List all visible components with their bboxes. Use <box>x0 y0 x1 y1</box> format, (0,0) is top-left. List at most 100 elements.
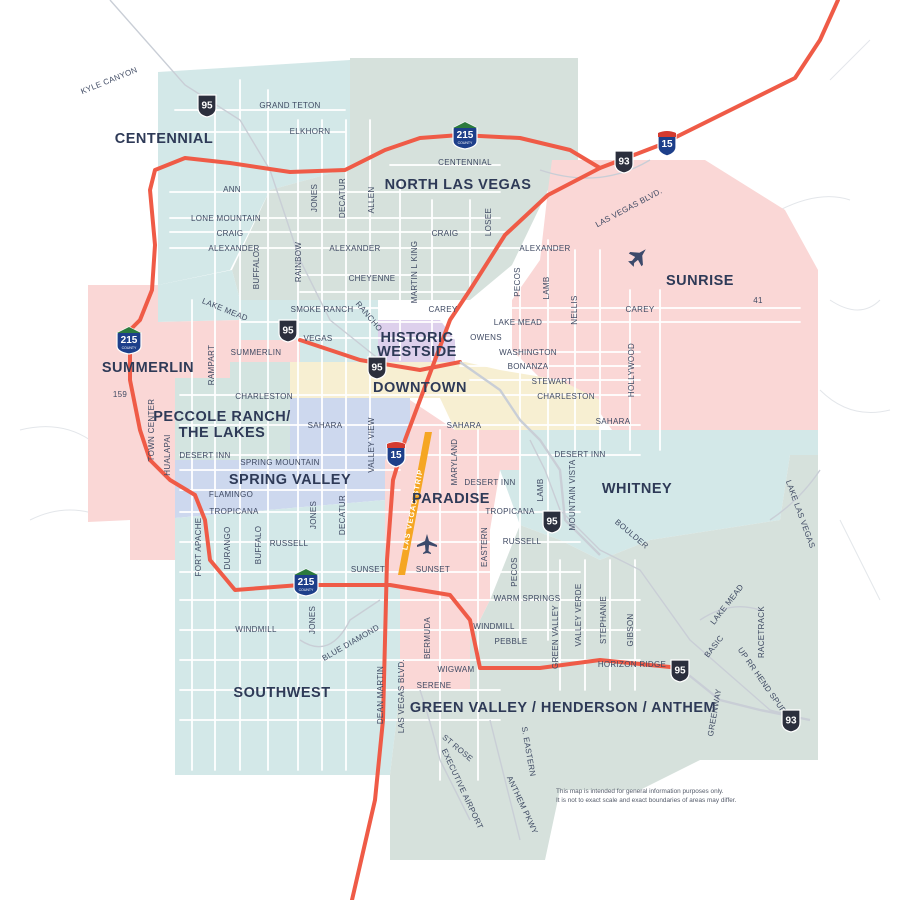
street-nellis: NELLIS <box>570 295 579 324</box>
highway-shields: 95 215 COUNTY 93 15 215 COUNTY 95 95 <box>116 94 801 733</box>
street-desert-inn-central: DESERT INN <box>464 478 515 487</box>
svg-text:215: 215 <box>298 577 315 588</box>
street-tropicana-west: TROPICANA <box>209 507 259 516</box>
region-southwest <box>175 500 400 775</box>
street-lamb-south: LAMB <box>536 479 545 502</box>
street-sunset-west: SUNSET <box>351 565 385 574</box>
beltway-215 <box>128 133 602 332</box>
label-paradise: PARADISE <box>412 491 490 507</box>
street-valley-view: VALLEY VIEW <box>367 417 376 473</box>
svg-text:93: 93 <box>785 716 797 727</box>
street-lone-mountain: LONE MOUNTAIN <box>191 214 261 223</box>
street-fort-apache: FORT APACHE <box>194 518 203 577</box>
street-pebble: PEBBLE <box>495 637 528 646</box>
street-jones-north: JONES <box>310 184 319 212</box>
street-pecos-north: PECOS <box>513 267 522 297</box>
region-north-las-vegas <box>232 58 578 300</box>
street-horizon-ridge: HORIZON RIDGE <box>598 660 666 669</box>
svg-text:COUNTY: COUNTY <box>122 346 137 350</box>
street-summerlin-pkwy: SUMMERLIN <box>231 348 282 357</box>
interstate-15 <box>350 0 840 900</box>
street-spring-mountain: SPRING MOUNTAIN <box>240 458 319 467</box>
svg-text:95: 95 <box>371 363 383 374</box>
street-pecos-south: PECOS <box>510 557 519 587</box>
street-eastern: EASTERN <box>480 527 489 567</box>
street-buffalo-north: BUFFALO <box>252 251 261 290</box>
street-grid <box>169 79 801 781</box>
street-route-159: 159 <box>113 390 127 399</box>
street-serene: SERENE <box>417 681 452 690</box>
street-centennial: CENTENNIAL <box>438 158 492 167</box>
us-95-shield-west: 95 <box>278 319 298 343</box>
label-north-las-vegas: NORTH LAS VEGAS <box>385 177 532 193</box>
street-desert-inn-east: DESERT INN <box>554 450 605 459</box>
beltway-215-west <box>128 328 682 670</box>
label-spring-valley: SPRING VALLEY <box>229 472 351 488</box>
svg-text:15: 15 <box>390 450 402 461</box>
svg-text:95: 95 <box>546 517 558 528</box>
label-summerlin: SUMMERLIN <box>102 360 194 376</box>
street-carey-central: CAREY <box>428 305 457 314</box>
street-washington: WASHINGTON <box>499 348 557 357</box>
street-maryland: MARYLAND <box>450 439 459 486</box>
i-215-shield-north: 215 COUNTY <box>452 121 478 150</box>
street-alexander-central: ALEXANDER <box>329 244 380 253</box>
us-93-shield-south: 93 <box>781 709 801 733</box>
street-losee: LOSEE <box>484 208 493 236</box>
street-stewart: STEWART <box>532 377 573 386</box>
street-hualapai: HUALAPAI <box>163 434 172 475</box>
street-smoke-ranch: SMOKE RANCH <box>291 305 354 314</box>
outer-trails <box>19 39 891 601</box>
street-sahara-central: SAHARA <box>447 421 482 430</box>
label-sunrise: SUNRISE <box>666 273 734 289</box>
region-sunrise <box>512 160 818 430</box>
street-warm-springs: WARM SPRINGS <box>494 594 561 603</box>
street-decatur-north: DECATUR <box>338 178 347 218</box>
street-cheyenne: CHEYENNE <box>349 274 396 283</box>
street-rainbow: RAINBOW <box>294 242 303 282</box>
street-alexander-east: ALEXANDER <box>519 244 570 253</box>
street-lake-mead-east: LAKE MEAD <box>494 318 543 327</box>
street-owens: OWENS <box>470 333 502 342</box>
label-green-valley-henderson-anthem: GREEN VALLEY / HENDERSON / ANTHEM <box>410 700 716 716</box>
street-bonanza: BONANZA <box>508 362 549 371</box>
street-desert-inn-west: DESERT INN <box>179 451 230 460</box>
us-95-shield-north: 95 <box>197 94 217 118</box>
street-flamingo: FLAMINGO <box>209 490 253 499</box>
street-gibson: GIBSON <box>626 614 635 647</box>
street-jones-south: JONES <box>309 501 318 529</box>
svg-text:COUNTY: COUNTY <box>299 588 314 592</box>
street-charleston-west: CHARLESTON <box>235 392 293 401</box>
svg-text:215: 215 <box>457 130 474 141</box>
street-sahara-west: SAHARA <box>308 421 343 430</box>
label-peccole-ranch-line1: PECCOLE RANCH/ <box>153 409 291 425</box>
fighter-jet-icon <box>628 249 646 267</box>
svg-text:215: 215 <box>121 335 138 346</box>
us-95-shield-east: 95 <box>542 510 562 534</box>
disclaimer-line-1: This map is intended for general informa… <box>556 788 724 795</box>
svg-text:95: 95 <box>674 666 686 677</box>
street-town-center: TOWN CENTER <box>147 399 156 462</box>
region-summerlin <box>88 285 300 560</box>
airplane-icon <box>417 534 437 554</box>
label-historic-westside-line1: HISTORIC <box>380 330 453 346</box>
street-las-vegas-blvd-south: LAS VEGAS BLVD. <box>397 659 406 733</box>
label-historic-westside-line2: WESTSIDE <box>377 344 457 360</box>
us-93-shield-north: 93 <box>614 150 634 174</box>
street-charleston-east: CHARLESTON <box>537 392 595 401</box>
label-southwest: SOUTHWEST <box>233 685 330 701</box>
svg-text:15: 15 <box>661 139 673 150</box>
street-craig-west: CRAIG <box>217 229 244 238</box>
label-downtown: DOWNTOWN <box>373 380 467 396</box>
region-downtown <box>290 362 600 430</box>
street-russell-west: RUSSELL <box>270 539 309 548</box>
street-durango: DURANGO <box>223 527 232 570</box>
street-vegas: VEGAS <box>303 334 332 343</box>
street-ann: ANN <box>223 185 241 194</box>
street-tropicana-east: TROPICANA <box>485 507 535 516</box>
region-central-teal <box>240 300 378 362</box>
us-95-shield-downtown: 95 <box>367 356 387 380</box>
label-whitney: WHITNEY <box>602 481 672 497</box>
street-jones-southwest: JONES <box>308 606 317 634</box>
svg-text:95: 95 <box>201 101 213 112</box>
